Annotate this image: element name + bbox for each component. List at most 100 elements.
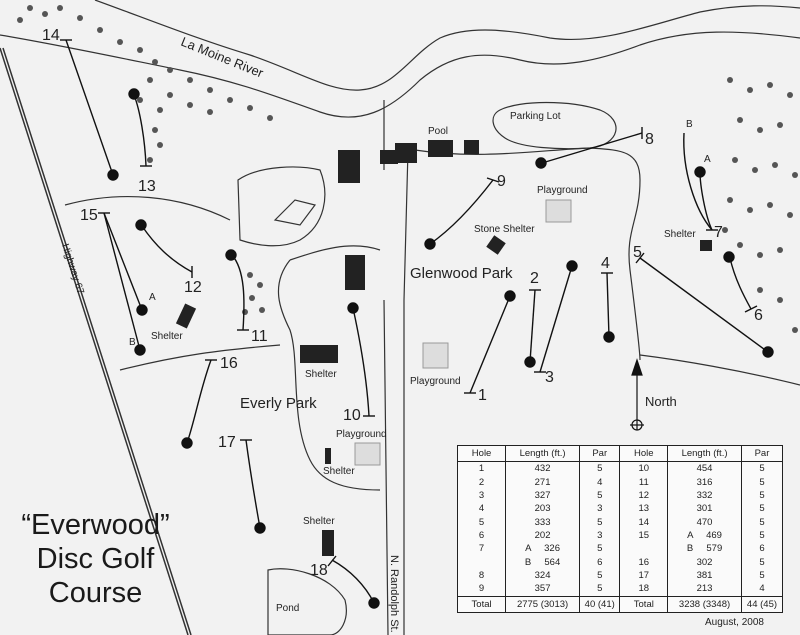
cell-right-hole	[619, 542, 668, 556]
cell-right-hole: 15	[619, 528, 668, 543]
ballfield-diamond	[273, 199, 317, 226]
cell-right-hole: 13	[619, 502, 668, 516]
total-length-right: 3238 (3348)	[667, 595, 742, 612]
hole-length-par-table: Hole Length (ft.) Par Hole Length (ft.) …	[457, 445, 783, 613]
hole-6	[723, 251, 758, 313]
map-date: August, 2008	[705, 617, 764, 628]
highway-line-outer	[2, 47, 192, 635]
cell-right-hole: 12	[619, 488, 668, 503]
hole-8	[535, 127, 643, 169]
street-west	[383, 100, 389, 635]
hole-18	[327, 555, 380, 609]
hole-5	[635, 252, 774, 358]
cell-right-par: 5	[740, 461, 782, 476]
cell-right-par: 5	[740, 568, 782, 583]
cell-right-par: 5	[740, 528, 782, 543]
cell-left-hole: 7	[478, 543, 485, 555]
path-east	[639, 354, 800, 386]
hole-2	[524, 289, 541, 368]
header-hole-right: Hole	[619, 446, 668, 463]
label-15-b: B	[129, 337, 136, 348]
hole-number-3: 3	[545, 369, 554, 386]
cell-right-hole: 14	[619, 515, 668, 529]
label-15-a: A	[149, 292, 156, 303]
cell-left-par: 4	[578, 475, 620, 489]
total-par-right: 44 (45)	[740, 595, 782, 612]
parking-lot-label: Parking Lot	[510, 111, 561, 122]
hole-number-11: 11	[251, 328, 268, 345]
cell-left-par: 5	[578, 542, 620, 556]
building-pool-1	[338, 150, 360, 183]
hole-11	[225, 249, 249, 331]
hole-7a	[694, 166, 718, 231]
glenwood-park-label: Glenwood Park	[410, 265, 513, 282]
cell-left-par: 5	[578, 582, 620, 597]
building-pool-5	[464, 140, 479, 154]
hole-number-2: 2	[530, 270, 539, 287]
cell-left-length: A 326	[505, 542, 580, 556]
building-shelter-18	[322, 530, 334, 556]
building-pool-2	[380, 150, 398, 164]
path-west	[119, 344, 281, 371]
building-shelter-15	[175, 303, 197, 329]
hole-15b	[103, 212, 146, 356]
hole-number-4: 4	[601, 255, 610, 272]
tree-cluster-hole11	[242, 272, 265, 315]
hole-numbers: 1 2 3 4 5 6 7 8 9 10 11 12 13 14 15 16 1…	[42, 27, 763, 579]
hole-number-13: 13	[138, 178, 156, 195]
playground-north	[545, 199, 572, 223]
hole-1	[464, 290, 516, 394]
cell-left-hole: 8	[478, 569, 485, 581]
hole-13	[128, 88, 152, 167]
path-everly	[277, 259, 381, 491]
label-7-b: B	[686, 119, 693, 130]
playground-label-south: Playground	[410, 376, 461, 387]
cell-left-hole: 3	[478, 489, 485, 501]
river-label: La Moine River	[179, 34, 266, 81]
header-par-right: Par	[740, 446, 782, 463]
path-glenwood	[414, 147, 641, 361]
building-pool-3	[395, 143, 417, 163]
building-stone-shelter	[486, 235, 506, 255]
playground-south	[422, 342, 449, 369]
cell-left-hole: 9	[478, 583, 485, 595]
cell-left-length: 327	[505, 488, 580, 503]
stone-shelter-label: Stone Shelter	[474, 224, 535, 235]
cell-right-length: 302	[667, 555, 742, 569]
playgrounds	[354, 199, 572, 466]
hole-number-18: 18	[310, 562, 328, 579]
building-shelter-7	[700, 240, 712, 251]
cell-right-par: 5	[740, 555, 782, 569]
river-bank-north	[94, 0, 800, 91]
cell-left-par: 3	[578, 528, 620, 543]
cell-left-hole: 6	[478, 529, 485, 541]
pool-label: Pool	[428, 126, 448, 137]
cell-left-hole: 1	[478, 463, 485, 475]
cell-right-par: 6	[740, 542, 782, 556]
hole-17	[240, 439, 266, 534]
hole-9	[424, 177, 500, 250]
course-title-line-2: Disc Golf	[36, 543, 155, 575]
header-hole-left: Hole	[458, 446, 506, 463]
hole-number-10: 10	[343, 407, 361, 424]
highway-label: Highway 67	[59, 243, 86, 297]
tree-cluster-north	[17, 5, 273, 163]
hole-15a	[98, 212, 148, 316]
cell-right-hole: 10	[619, 461, 668, 476]
shelter-label-18: Shelter	[303, 516, 335, 527]
tree-cluster-east	[722, 77, 798, 333]
cell-left-par: 5	[578, 568, 620, 583]
river-bank-south	[0, 31, 800, 118]
table-total-row: Total 2775 (3013) 40 (41) Total 3238 (33…	[458, 595, 782, 612]
cell-right-length: 470	[667, 515, 742, 529]
cell-right-par: 5	[740, 502, 782, 516]
cell-left-length: 203	[505, 502, 580, 516]
north-label: North	[645, 394, 677, 409]
